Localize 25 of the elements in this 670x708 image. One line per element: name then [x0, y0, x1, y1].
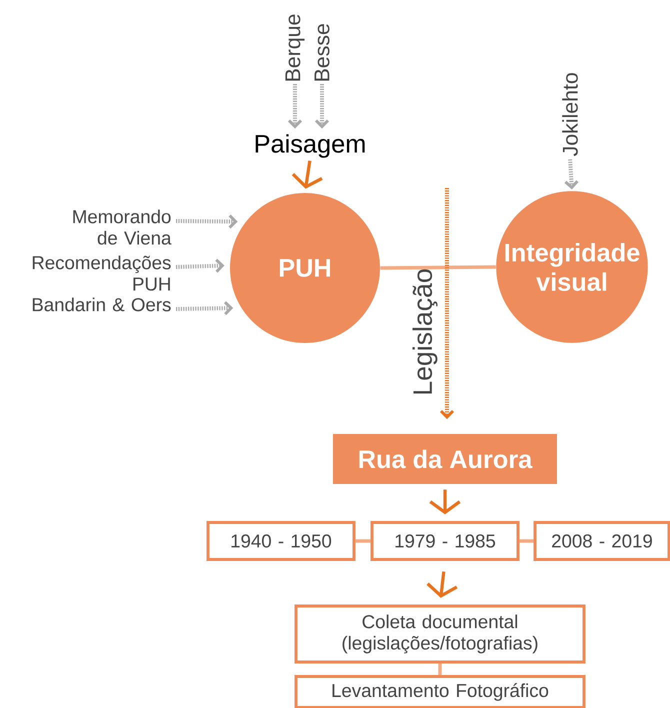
period-box: 1979 - 1985 [370, 521, 520, 561]
concept-label: Paisagem [256, 134, 365, 158]
dotted-arrow [564, 159, 579, 190]
process-box: Coleta documental (legislações/fotografias) [294, 604, 586, 664]
dotted-arrow [176, 214, 238, 229]
connector-line [438, 663, 442, 676]
dotted-arrow [176, 258, 224, 273]
title-box: Rua da Aurora [333, 434, 557, 484]
source-label: Besse [314, 24, 330, 81]
source-label: Memorando de Viena [73, 210, 172, 245]
process-box: Levantamento Fotográfico [294, 675, 586, 708]
connector-line [380, 265, 496, 270]
dotted-arrow [288, 84, 302, 129]
source-label: Berque [285, 14, 305, 81]
edge-label: Legislação [412, 269, 438, 394]
connector-line [519, 539, 534, 543]
source-label: Recomendações PUH [32, 256, 171, 291]
source-label: Bandarin & Oers [32, 298, 171, 312]
source-label: Jokilehto [562, 73, 578, 156]
dotted-arrow [314, 84, 330, 129]
dotted-arrow [440, 188, 454, 420]
period-box: 1940 - 1950 [206, 521, 356, 561]
dotted-arrow [176, 301, 234, 316]
period-box: 2008 - 2019 [534, 521, 670, 561]
connector-line [355, 539, 371, 543]
